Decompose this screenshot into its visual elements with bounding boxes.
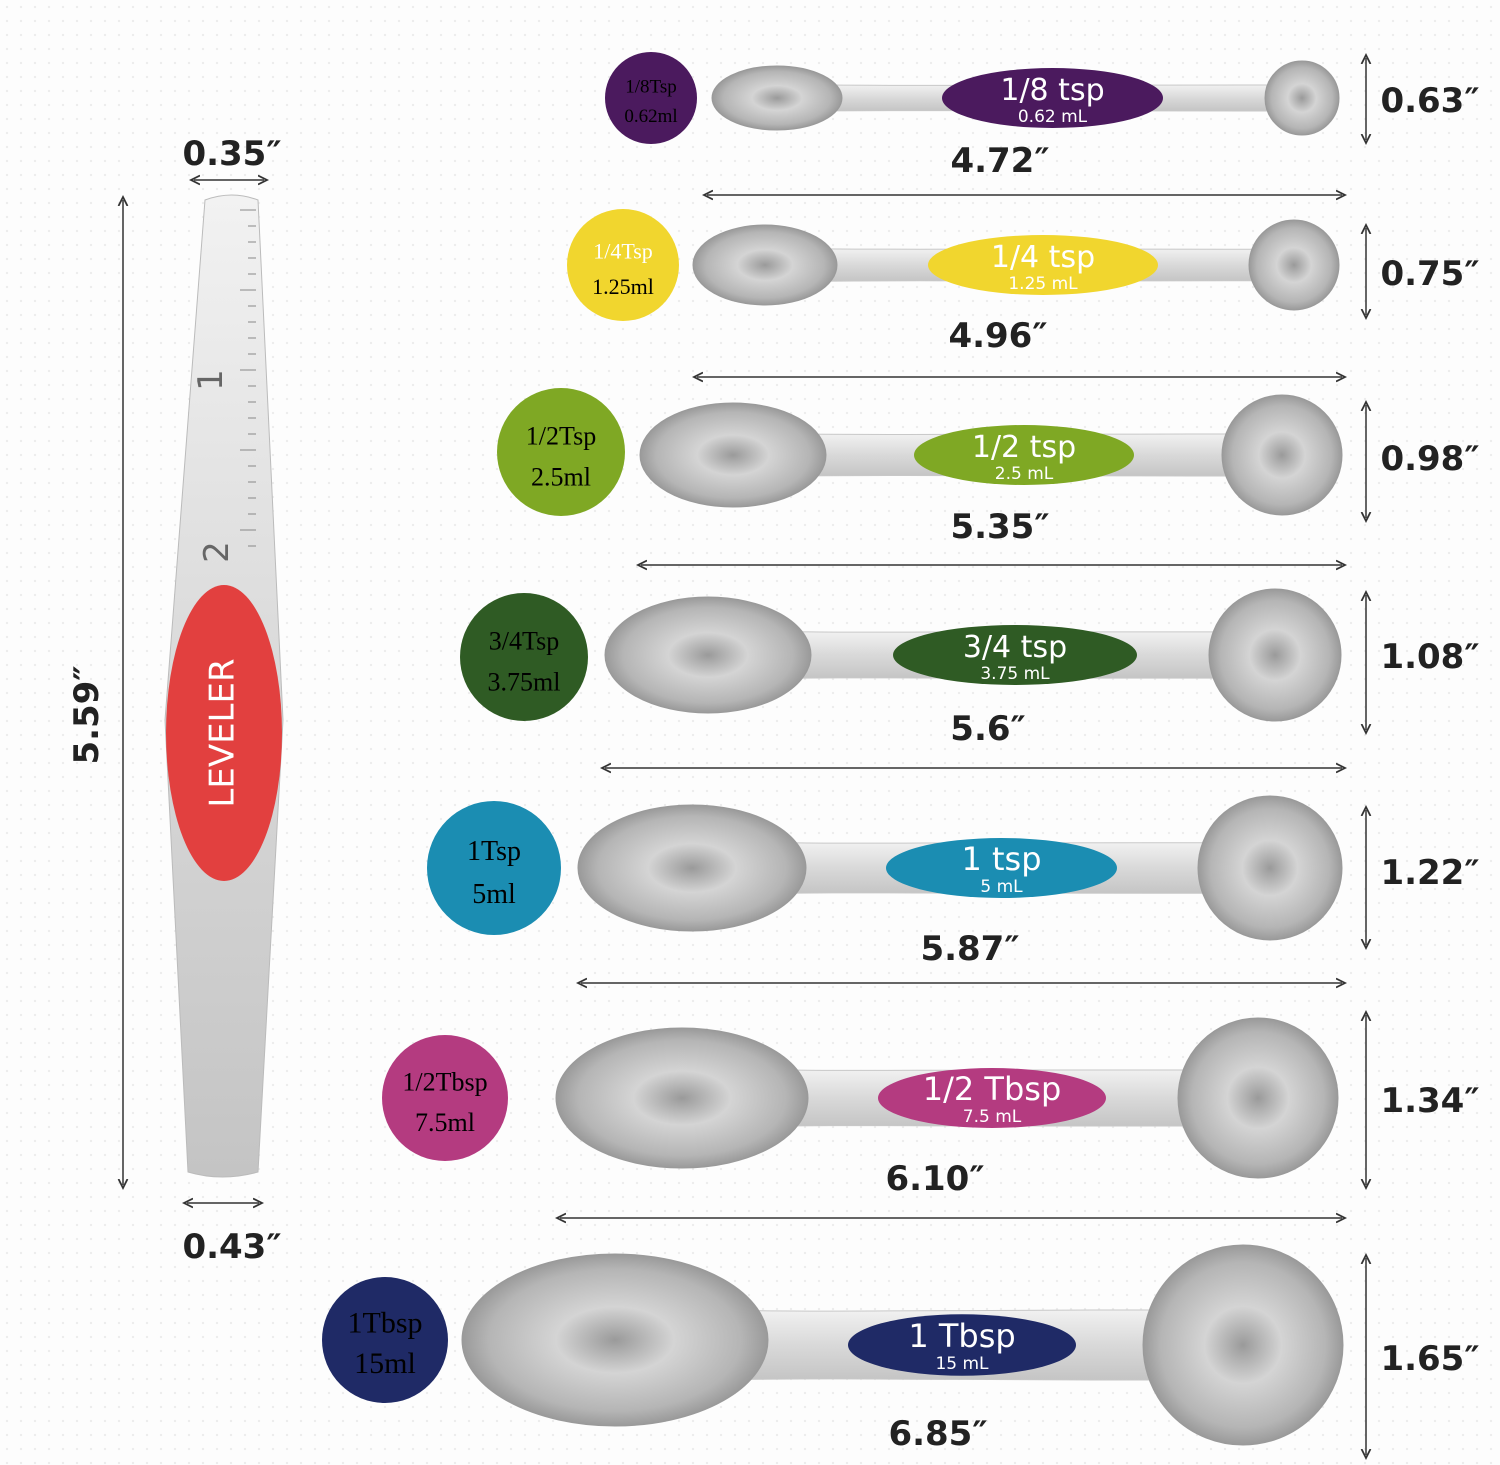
height-dimension: 1.22″ <box>1380 853 1479 893</box>
spoon-row <box>605 52 1340 144</box>
label-volume: 1 Tbsp <box>908 1317 1015 1355</box>
ruler-mark: 1 <box>191 369 231 391</box>
oval-bowl <box>604 596 812 714</box>
size-circle-badge <box>382 1035 508 1161</box>
round-bowl <box>1197 795 1343 941</box>
height-dimension: 1.34″ <box>1380 1081 1479 1121</box>
height-dimension: 1.08″ <box>1380 637 1479 677</box>
spoon-row <box>567 209 1340 321</box>
spoon-row <box>497 388 1343 516</box>
size-circle-badge <box>460 593 588 721</box>
color-label-oval <box>878 1068 1106 1128</box>
circle-label-volume: 1/2Tbsp <box>402 1067 487 1096</box>
label-volume: 1 tsp <box>961 840 1041 878</box>
label-ml: 0.62 mL <box>1018 107 1088 127</box>
length-dimension: 5.35″ <box>950 507 1049 547</box>
oval-bowl <box>692 224 838 306</box>
circle-label-volume: 3/4Tsp <box>489 626 559 655</box>
round-bowl <box>1177 1017 1339 1179</box>
leveler-red-grip <box>166 585 282 881</box>
circle-label-ml: 5ml <box>472 879 516 910</box>
circle-label-volume: 1/8Tsp <box>625 76 676 97</box>
size-circle-badge <box>567 209 679 321</box>
label-volume: 1/4 tsp <box>991 240 1095 275</box>
label-ml: 7.5 mL <box>963 1107 1022 1127</box>
round-bowl <box>1248 219 1340 311</box>
size-circle-badge <box>497 388 625 516</box>
circle-label-ml: 3.75ml <box>488 667 561 696</box>
round-bowl <box>1221 394 1343 516</box>
circle-label-volume: 1Tsp <box>467 836 521 867</box>
round-bowl <box>1264 60 1340 136</box>
label-ml: 1.25 mL <box>1008 274 1078 294</box>
size-circle-badge <box>605 52 697 144</box>
height-dimension: 1.65″ <box>1380 1339 1479 1379</box>
leveler-top-width: 0.35″ <box>182 134 281 174</box>
length-dimension: 6.85″ <box>888 1414 987 1454</box>
spoon-row <box>460 588 1342 722</box>
leveler-label: LEVELER <box>203 658 243 807</box>
color-label-oval <box>886 838 1117 898</box>
size-circle-badge <box>322 1277 448 1403</box>
height-dimension: 0.63″ <box>1380 81 1479 121</box>
label-volume: 1/2 Tbsp <box>923 1070 1062 1108</box>
size-circle-badge <box>427 801 561 935</box>
spoon-row <box>427 795 1343 941</box>
color-label-oval <box>928 235 1158 295</box>
round-bowl <box>1208 588 1342 722</box>
circle-label-ml: 0.62ml <box>624 106 677 127</box>
label-ml: 2.5 mL <box>995 464 1054 484</box>
leveler-bottom-width: 0.43″ <box>182 1227 281 1267</box>
length-dimension: 5.87″ <box>920 929 1019 969</box>
oval-bowl <box>639 402 827 508</box>
oval-bowl <box>711 65 843 131</box>
circle-label-volume: 1Tbsp <box>348 1306 423 1339</box>
circle-label-ml: 7.5ml <box>415 1108 475 1137</box>
spoon-row <box>382 1017 1339 1179</box>
height-dimension: 0.75″ <box>1380 254 1479 294</box>
label-volume: 1/2 tsp <box>972 430 1076 465</box>
circle-label-ml: 15ml <box>354 1347 416 1380</box>
circle-label-volume: 1/2Tsp <box>526 421 596 450</box>
oval-bowl <box>461 1253 769 1427</box>
color-label-oval <box>893 625 1137 685</box>
spoon-row <box>322 1244 1344 1446</box>
label-volume: 1/8 tsp <box>1000 73 1104 108</box>
label-volume: 3/4 tsp <box>963 630 1067 665</box>
circle-label-ml: 2.5ml <box>531 462 591 491</box>
length-dimension: 6.10″ <box>885 1159 984 1199</box>
oval-bowl <box>577 804 807 932</box>
color-label-oval <box>942 68 1163 128</box>
height-dimension: 0.98″ <box>1380 439 1479 479</box>
color-label-oval <box>848 1314 1076 1376</box>
round-bowl <box>1142 1244 1344 1446</box>
ruler-mark: 2 <box>197 541 237 563</box>
length-dimension: 4.96″ <box>948 316 1047 356</box>
color-label-oval <box>914 425 1134 485</box>
leveler <box>164 194 284 1178</box>
length-dimension: 4.72″ <box>950 141 1049 181</box>
length-dimension: 5.6″ <box>950 709 1025 749</box>
label-ml: 3.75 mL <box>980 664 1050 684</box>
label-ml: 5 mL <box>980 877 1023 897</box>
circle-label-volume: 1/4Tsp <box>593 238 653 263</box>
label-ml: 15 mL <box>935 1354 989 1374</box>
oval-bowl <box>555 1027 809 1169</box>
leveler-length: 5.59″ <box>67 665 107 764</box>
circle-label-ml: 1.25ml <box>592 274 654 299</box>
